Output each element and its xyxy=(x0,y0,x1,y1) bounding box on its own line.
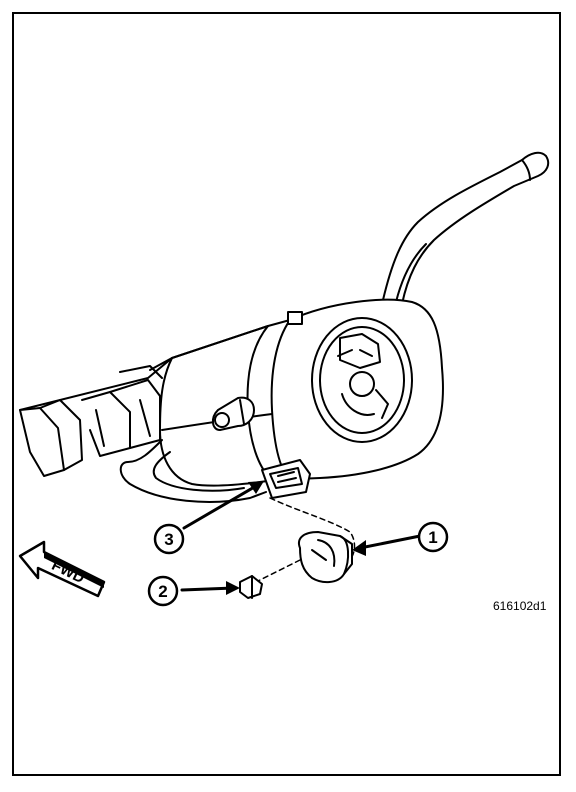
arrowhead-2 xyxy=(226,581,240,595)
wiring-assembly xyxy=(19,357,267,503)
callout-label-3: 3 xyxy=(164,530,173,549)
callout-circle-3 xyxy=(153,523,185,555)
fastener-guide-line xyxy=(251,559,301,585)
callout-circle-1 xyxy=(417,521,449,553)
callout-label-1: 1 xyxy=(428,528,437,547)
multifunction-lever xyxy=(382,151,550,305)
callout-circle-2 xyxy=(147,575,179,607)
module-component xyxy=(298,531,353,584)
switch-housing xyxy=(149,298,444,499)
forward-direction-arrow: FWD xyxy=(18,540,106,598)
callout-leaders xyxy=(180,484,422,592)
arrowhead-3 xyxy=(248,481,264,494)
screw-component xyxy=(239,575,263,599)
figure-id: 616102d1 xyxy=(493,599,547,613)
callout-label-2: 2 xyxy=(158,582,167,601)
arrowhead-1 xyxy=(352,540,366,556)
